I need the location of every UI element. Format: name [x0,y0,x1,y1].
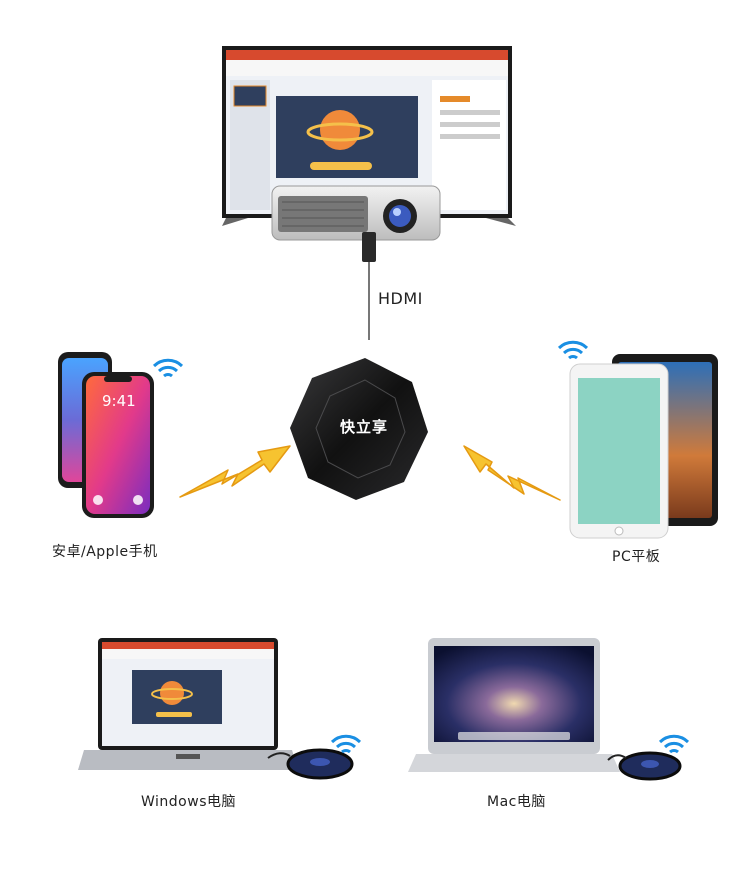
tablets [570,354,718,538]
tv-side-line [440,110,500,115]
phones [58,352,154,518]
mac-laptop [408,638,680,779]
tv-side-line [440,122,500,127]
phones-label: 安卓/Apple手机 [52,541,158,561]
mac-label: Mac电脑 [487,791,546,811]
projector-lens-glass [389,205,411,227]
tablet-front-screen [578,378,660,524]
tv-side-line [440,134,500,139]
projector-vent [278,196,368,232]
windows-label: Windows电脑 [141,791,236,811]
tv-app-toolbar [226,60,508,76]
tv-slide-thumb [234,86,266,106]
phone-camera-icon [133,495,143,505]
dell-planet [160,681,184,705]
tv-foot-left [222,218,248,226]
lightning-arrow-icon [180,446,290,497]
hdmi-label: HDMI [378,289,423,308]
mac-base [408,754,620,772]
projector [272,186,440,262]
dell-base [78,750,298,770]
wifi-icon [154,360,182,376]
hub-label: 快立享 [340,416,388,437]
windows-laptop [78,638,352,778]
phone-notch [104,376,132,382]
tv-app-titlebar [226,50,508,60]
tv-foot-right [486,218,516,226]
phone-clock: 9:41 [102,392,136,410]
wifi-icon [332,736,360,752]
mac-dock [458,732,570,740]
tablet-label: PC平板 [612,546,660,566]
dell-logo [176,754,200,759]
tv-planet [320,110,360,150]
phone-flashlight-icon [93,495,103,505]
tv-slide-caption [310,162,372,170]
wifi-icon [559,342,587,358]
tablet-home-button [615,527,623,535]
wifi-icon [660,736,688,752]
dongle-button [310,758,330,766]
hdmi-dongle [362,232,376,262]
mac-screen [434,646,594,742]
dell-app-toolbar [102,649,274,659]
dongle-button [641,760,659,768]
lightning-arrow-icon [464,446,560,500]
projector-lens-glint [393,208,401,216]
dell-app-titlebar [102,642,274,649]
tv-side-line [440,96,470,102]
dell-slide-caption [156,712,192,717]
